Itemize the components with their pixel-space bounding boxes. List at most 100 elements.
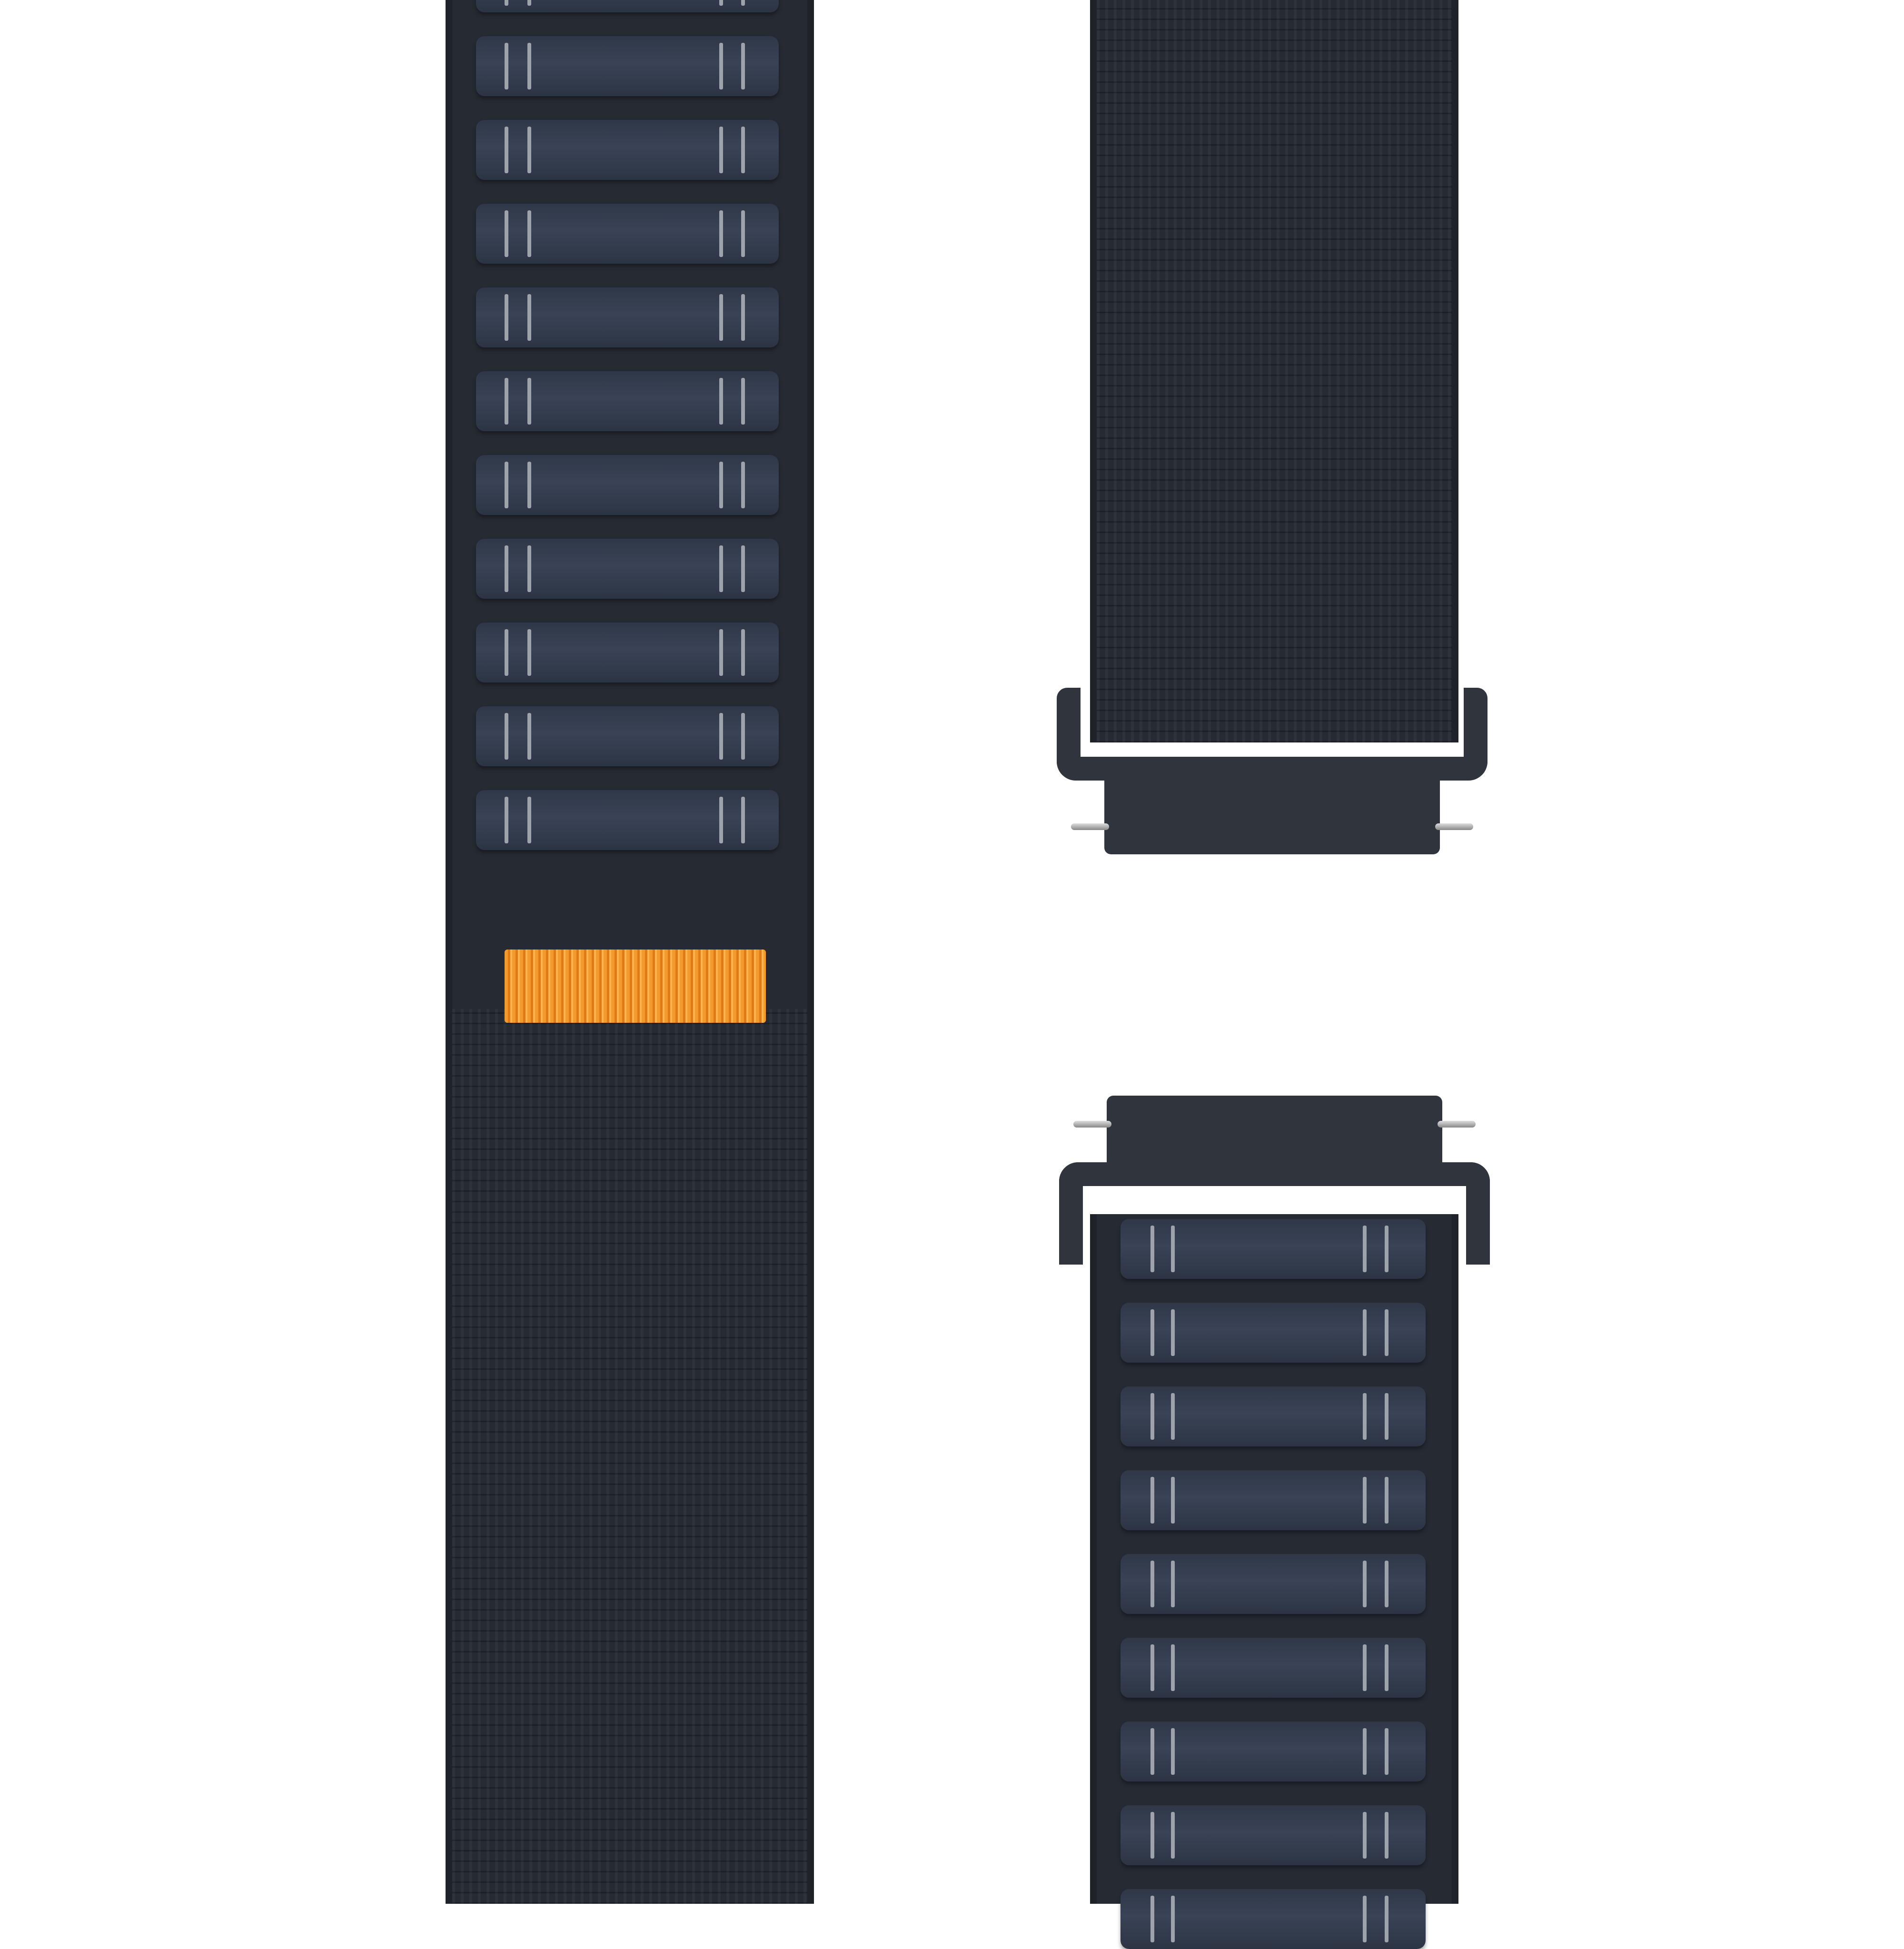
rung-stripe: [719, 0, 723, 6]
rung-stripe: [1171, 1309, 1175, 1356]
rung-stripe: [719, 629, 723, 676]
rung-stripe: [1171, 1728, 1175, 1775]
rung-stripe: [1363, 1644, 1367, 1691]
rung-stripe: [741, 629, 745, 676]
rung-stripe: [527, 545, 531, 592]
rung-stripe: [527, 43, 531, 89]
rung-stripe: [1363, 1477, 1367, 1524]
rung-stripe: [1171, 1393, 1175, 1440]
rung-stripe: [1171, 1561, 1175, 1607]
strap-rung: [476, 36, 779, 96]
rung-stripe: [505, 43, 508, 89]
rung-stripe: [1171, 1812, 1175, 1859]
rung-stripe: [527, 210, 531, 257]
rung-stripe: [1385, 1728, 1388, 1775]
rung-stripe: [741, 797, 745, 843]
rung-stripe: [719, 797, 723, 843]
strap-rung: [476, 455, 779, 515]
rung-stripe: [1150, 1393, 1154, 1440]
bottom-connector: [1059, 1096, 1490, 1265]
left-strap: [446, 0, 814, 1904]
rung-stripe: [719, 43, 723, 89]
rung-stripe: [505, 713, 508, 760]
rung-stripe: [505, 462, 508, 508]
rung-stripe: [527, 127, 531, 173]
rung-stripe: [1171, 1226, 1175, 1272]
rung-stripe: [741, 43, 745, 89]
rung-stripe: [505, 545, 508, 592]
strap-rung: [476, 790, 779, 850]
rung-stripe: [1363, 1896, 1367, 1942]
rung-stripe: [1385, 1309, 1388, 1356]
rung-stripe: [719, 713, 723, 760]
bottom-right-strap: [1090, 1214, 1458, 1949]
rung-stripe: [719, 210, 723, 257]
strap-rung: [476, 204, 779, 264]
rung-stripe: [505, 127, 508, 173]
rung-stripe: [741, 0, 745, 6]
rung-stripe: [741, 210, 745, 257]
strap-rung: [1121, 1638, 1426, 1698]
rung-stripe: [1363, 1393, 1367, 1440]
rung-stripe: [1150, 1561, 1154, 1607]
rung-stripe: [1385, 1561, 1388, 1607]
top-right-strap: [1090, 0, 1458, 742]
strap-rung: [476, 623, 779, 683]
bottom-connector-body: [1107, 1096, 1442, 1167]
strap-rung: [476, 287, 779, 347]
strap-rung: [1121, 1303, 1426, 1363]
top-connector-body: [1104, 764, 1440, 854]
rung-stripe: [719, 462, 723, 508]
strap-rung: [476, 706, 779, 766]
rung-stripe: [1363, 1226, 1367, 1272]
rung-stripe: [527, 462, 531, 508]
strap-rung: [1121, 1554, 1426, 1614]
rung-stripe: [1150, 1896, 1154, 1942]
rung-stripe: [741, 545, 745, 592]
strap-rung: [476, 371, 779, 431]
rung-stripe: [505, 629, 508, 676]
rung-stripe: [527, 713, 531, 760]
rung-stripe: [505, 378, 508, 425]
rung-stripe: [1385, 1896, 1388, 1942]
bottom-connector-pin-right: [1438, 1121, 1476, 1128]
strap-rung: [476, 0, 779, 12]
rung-stripe: [1363, 1812, 1367, 1859]
rung-stripe: [527, 378, 531, 425]
rung-stripe: [1150, 1812, 1154, 1859]
rung-stripe: [1385, 1226, 1388, 1272]
rung-stripe: [505, 797, 508, 843]
rung-stripe: [1150, 1477, 1154, 1524]
strap-rung: [1121, 1889, 1426, 1949]
rung-stripe: [1171, 1644, 1175, 1691]
rung-stripe: [1150, 1226, 1154, 1272]
rung-stripe: [527, 629, 531, 676]
rung-stripe: [1363, 1728, 1367, 1775]
rung-stripe: [1363, 1309, 1367, 1356]
bottom-connector-pin-left: [1073, 1121, 1111, 1128]
rung-stripe: [1150, 1309, 1154, 1356]
rung-stripe: [527, 0, 531, 6]
rung-stripe: [527, 294, 531, 341]
rung-stripe: [1150, 1728, 1154, 1775]
top-right-strap-knit: [1097, 0, 1452, 742]
strap-rung: [1121, 1470, 1426, 1530]
rung-stripe: [505, 210, 508, 257]
rung-stripe: [1171, 1896, 1175, 1942]
top-connector-pin-right: [1435, 823, 1473, 830]
orange-pull-tab: [505, 950, 766, 1023]
strap-rung: [1121, 1721, 1426, 1781]
rung-stripe: [527, 797, 531, 843]
rung-stripe: [1385, 1812, 1388, 1859]
top-connector: [1057, 688, 1488, 854]
rung-stripe: [1385, 1644, 1388, 1691]
rung-stripe: [1150, 1644, 1154, 1691]
rung-stripe: [741, 378, 745, 425]
strap-rung: [476, 120, 779, 180]
rung-stripe: [1385, 1477, 1388, 1524]
rung-stripe: [719, 127, 723, 173]
rung-stripe: [505, 294, 508, 341]
rung-stripe: [741, 127, 745, 173]
top-connector-pin-left: [1071, 823, 1109, 830]
rung-stripe: [741, 462, 745, 508]
